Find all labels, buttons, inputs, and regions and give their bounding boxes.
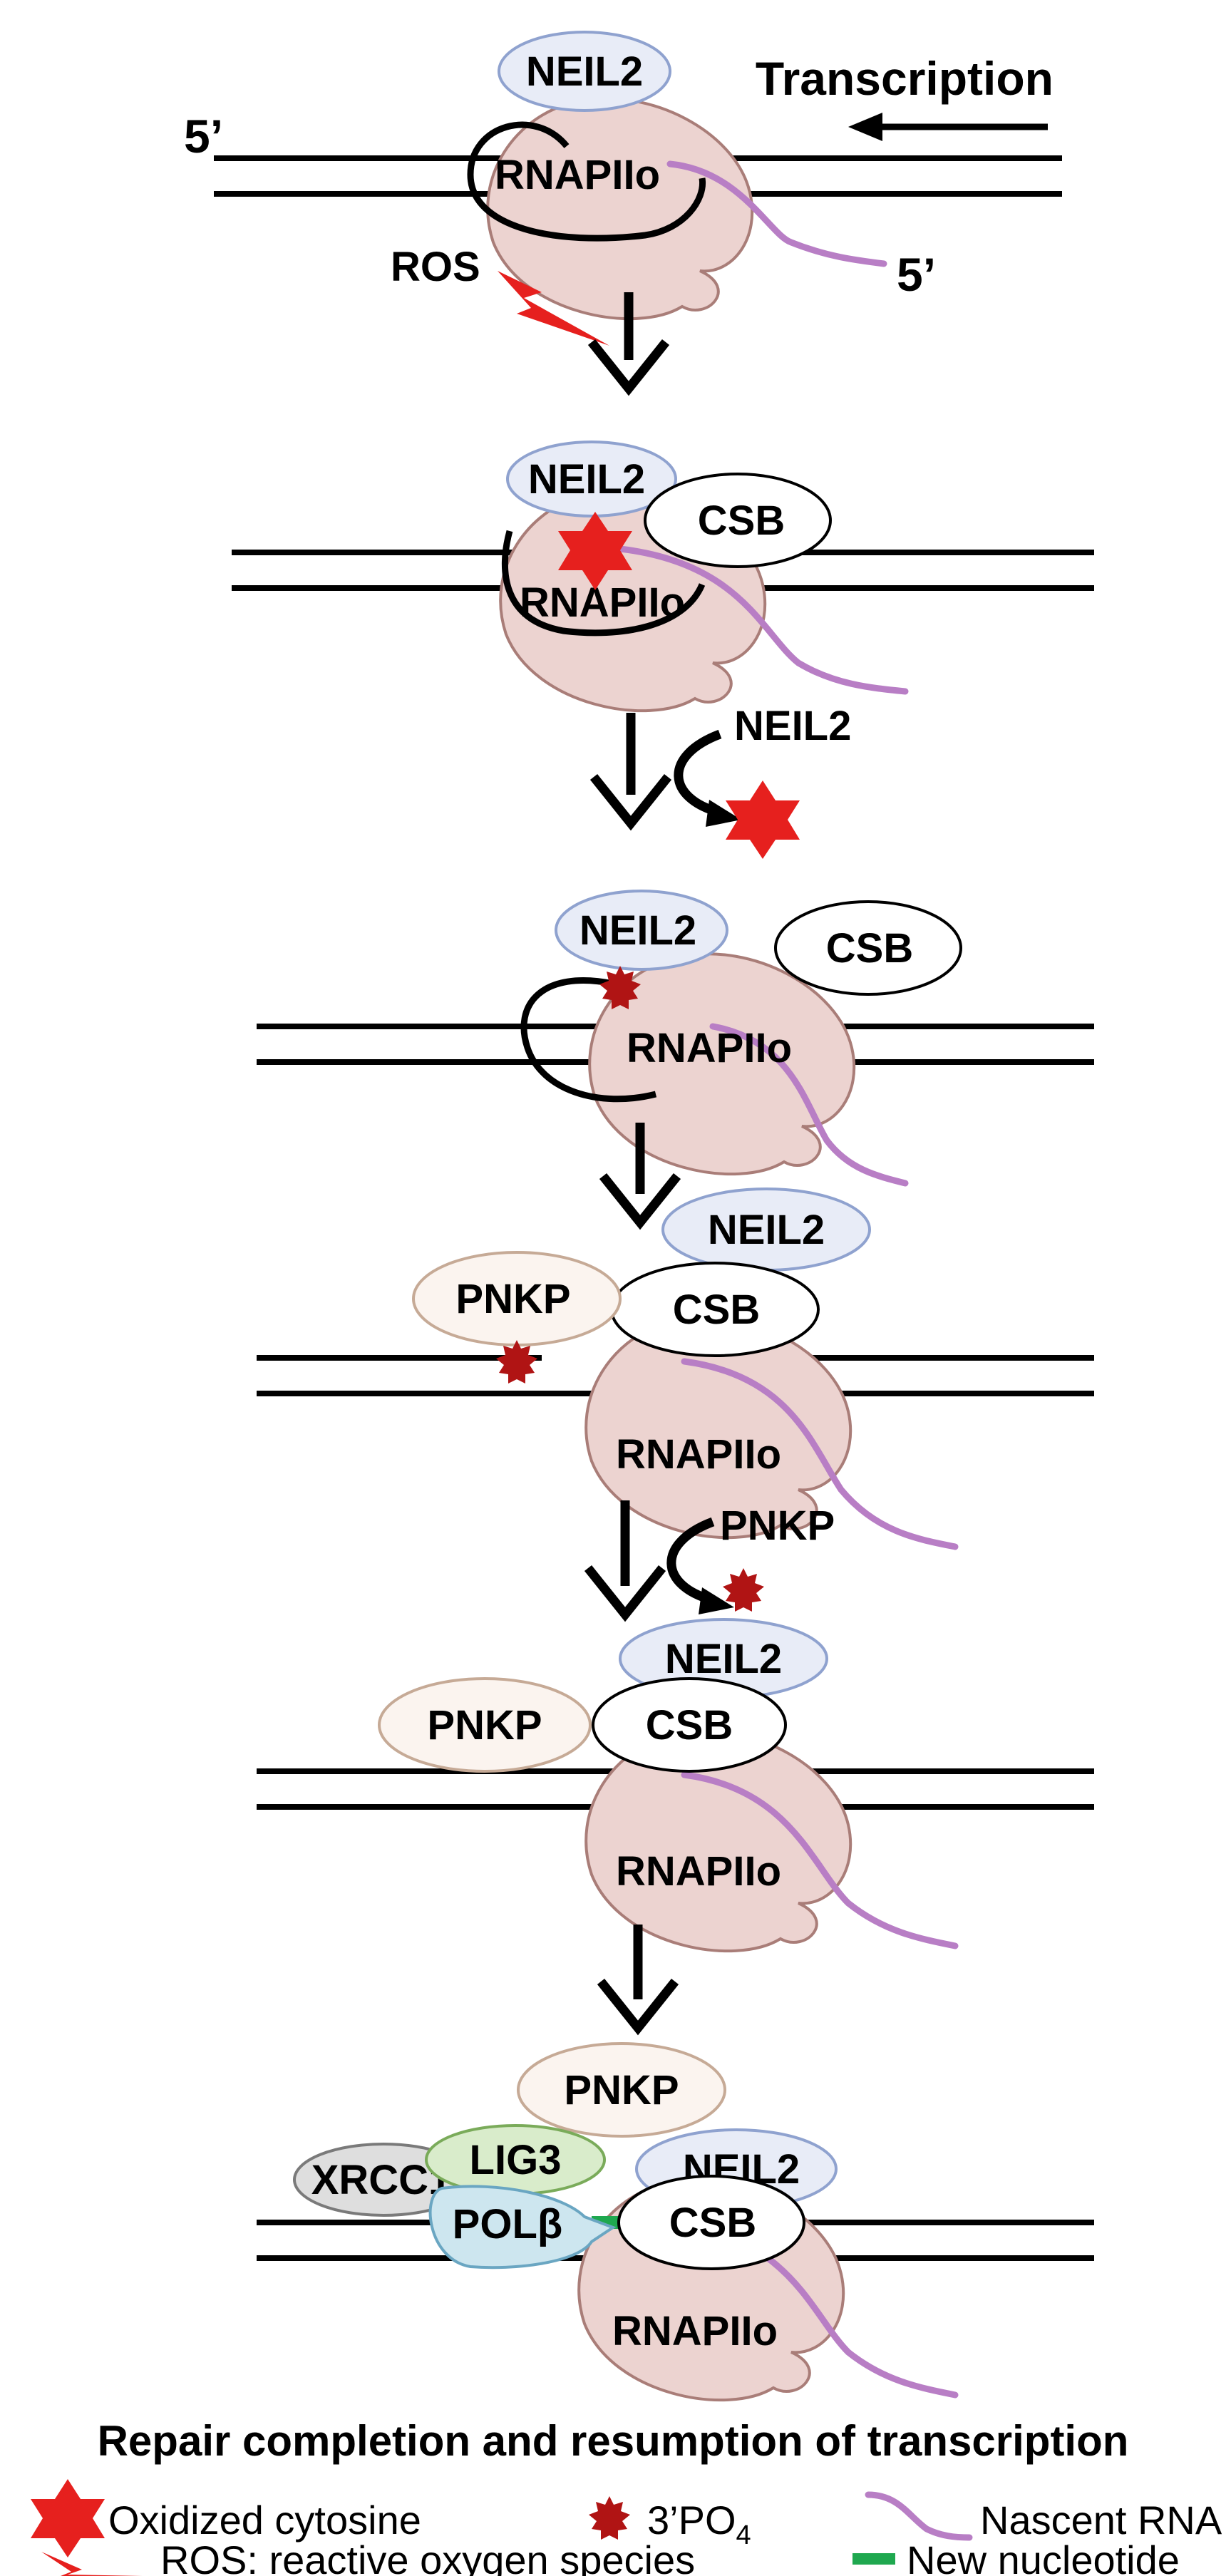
legend-item-nascent-rna: Nascent RNA xyxy=(865,2491,1222,2542)
neil2-label: NEIL2 xyxy=(528,456,645,503)
legend-item-oxidized-cytosine: Oxidized cytosine xyxy=(31,2479,421,2557)
rnapii-label: RNAPIIo xyxy=(627,1025,792,1071)
legend-three-po4-subscript: 4 xyxy=(736,2520,751,2550)
polb-protein: POLβ xyxy=(428,2185,617,2270)
legend-item-ros: ROS: reactive oxygen species xyxy=(41,2538,695,2576)
legend-item-three-po4: 3’PO4 xyxy=(589,2496,751,2550)
rnapii-label: RNAPIIo xyxy=(616,1848,781,1895)
three-phosphate-lesion-icon xyxy=(599,966,641,1009)
three-phosphate-lesion-icon xyxy=(496,1340,537,1384)
nascent-rna xyxy=(617,545,909,695)
neil2-label: NEIL2 xyxy=(526,48,643,95)
oxidized-cytosine-lesion-icon xyxy=(558,512,632,590)
pnkp-protein: PNKP xyxy=(378,1677,592,1773)
legend-three-po4-label: 3’PO4 xyxy=(647,2498,751,2550)
legend: Oxidized cytosine 3’PO4 Nascent RNA ROS:… xyxy=(31,2479,1222,2576)
diagram-caption: Repair completion and resumption of tran… xyxy=(98,2417,1129,2465)
csb-protein: CSB xyxy=(617,2175,805,2270)
ros-lightning-icon xyxy=(41,2552,143,2576)
nascent-rna xyxy=(666,160,887,267)
step-arrow-2 xyxy=(589,713,741,831)
csb-label: CSB xyxy=(669,2200,756,2246)
step-arrow-3 xyxy=(599,1123,681,1230)
released-oxidized-cytosine-icon xyxy=(726,780,800,859)
neil2-label: NEIL2 xyxy=(665,1636,782,1682)
ros-label: ROS xyxy=(391,244,480,290)
nascent-rna xyxy=(681,1771,959,1949)
legend-oxidized-cytosine-label: Oxidized cytosine xyxy=(108,2498,421,2542)
transcription-bubble xyxy=(520,977,657,1103)
legend-new-nucleotide-label: New nucleotide xyxy=(907,2538,1180,2576)
transcription-bubble xyxy=(467,121,706,242)
neil2-excision-label: NEIL2 xyxy=(734,703,851,749)
step-5: RNAPIIo NEIL2 CSB PNKP xyxy=(257,1618,1094,2036)
csb-label: CSB xyxy=(698,498,785,544)
step-6: RNAPIIo PNKP NEIL2 XRCC1 LIG3 POLβ CSB xyxy=(257,2042,1094,2402)
neil2-protein: NEIL2 xyxy=(661,1187,871,1272)
three-phosphate-icon xyxy=(589,2496,630,2540)
step-arrow-4 xyxy=(584,1500,734,1622)
lig3-label: LIG3 xyxy=(470,2137,562,2183)
neil2-label: NEIL2 xyxy=(579,907,696,954)
step-2: RNAPIIo NEIL2 CSB NEIL2 xyxy=(232,441,1094,859)
csb-protein: CSB xyxy=(774,900,962,996)
five-prime-dna-label: 5’ xyxy=(184,110,223,163)
neil2-protein: NEIL2 xyxy=(498,31,671,112)
rnapii-label: RNAPIIo xyxy=(612,2308,778,2354)
pnkp-protein: PNKP xyxy=(412,1251,622,1346)
rnapii-label: RNAPIIo xyxy=(616,1431,781,1478)
polb-label: POLβ xyxy=(453,2201,563,2247)
csb-protein: CSB xyxy=(592,1677,787,1773)
legend-ros-label: ROS: reactive oxygen species xyxy=(160,2538,695,2576)
rnapii-label: RNAPIIo xyxy=(520,579,685,626)
step-3: RNAPIIo CSB NEIL2 xyxy=(257,890,1094,1230)
pnkp-protein: PNKP xyxy=(517,2042,726,2138)
step-arrow-1 xyxy=(587,292,670,396)
lig3-protein: LIG3 xyxy=(425,2124,606,2195)
rnapii-label: RNAPIIo xyxy=(495,152,660,198)
csb-label: CSB xyxy=(826,925,913,972)
nascent-rna-icon xyxy=(865,2491,973,2541)
csb-protein: CSB xyxy=(644,473,832,568)
neil2-label: NEIL2 xyxy=(708,1207,825,1253)
transcription-label: Transcription xyxy=(756,52,1054,105)
neil2-protein: NEIL2 xyxy=(506,441,677,517)
ros-lightning-icon xyxy=(498,271,609,346)
step-4: RNAPIIo NEIL2 CSB PNKP PNKP xyxy=(257,1187,1094,1622)
oxidized-cytosine-icon xyxy=(31,2479,105,2557)
legend-three-po4-main: 3’PO xyxy=(647,2498,736,2542)
new-nucleotide-icon xyxy=(852,2553,895,2565)
nascent-rna xyxy=(681,1358,959,1550)
step-arrow-5 xyxy=(597,1925,679,2036)
nascent-rna xyxy=(709,1023,909,1187)
csb-label: CSB xyxy=(673,1287,760,1333)
neil2-protein: NEIL2 xyxy=(555,890,728,971)
transcription-direction-arrow xyxy=(848,113,1048,141)
released-three-phosphate-icon xyxy=(723,1568,764,1612)
pnkp-label: PNKP xyxy=(455,1276,570,1322)
pnkp-label: PNKP xyxy=(564,2067,679,2113)
step-1: Transcription 5’ RNAPIIo NEIL2 5’ ROS xyxy=(184,31,1062,396)
pnkp-removal-label: PNKP xyxy=(720,1503,835,1549)
transcription-bubble xyxy=(501,530,706,637)
five-prime-rna-label: 5’ xyxy=(897,248,936,301)
pnkp-label: PNKP xyxy=(427,1702,542,1748)
legend-item-new-nucleotide: New nucleotide xyxy=(852,2538,1180,2576)
csb-protein: CSB xyxy=(610,1262,820,1357)
csb-label: CSB xyxy=(646,1702,733,1748)
legend-nascent-rna-label: Nascent RNA xyxy=(980,2498,1222,2542)
